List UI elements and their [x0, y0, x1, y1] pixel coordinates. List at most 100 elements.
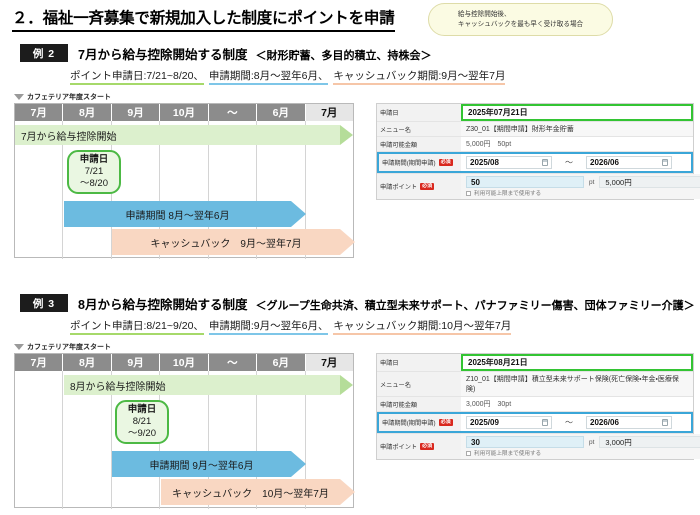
form-value-date-3: 2025年08月21日 — [461, 354, 693, 371]
example-heading-text-2: 7月から給与控除開始する制度 — [78, 48, 248, 62]
form-label-amount-2: 申請可能金額 — [377, 137, 461, 151]
cafeteria-start-label-2: カフェテリア年度スタート — [27, 94, 111, 101]
application-form-panel-2: 申請日 2025年07月21日 メニュー名 Z30_01【期間申請】財形年金貯蓄… — [376, 103, 700, 200]
period-to-value-3: 2026/06 — [590, 418, 619, 427]
month-cell-3: 10月 — [160, 354, 209, 371]
cashback-bar-label-3: キャッシュバック 10月～翌年7月 — [161, 479, 340, 505]
calendar-icon[interactable] — [542, 159, 548, 166]
form-label-period-text-3: 申請期間(期間申請) — [382, 420, 436, 427]
timeline-header-3: 7月 8月 9月 10月 ～ 6月 7月 — [15, 354, 353, 371]
pill-line3-3: ～9/20 — [128, 427, 156, 439]
month-cell-4: ～ — [208, 354, 258, 371]
points-line-3: 30 pt 3,000円 — [466, 436, 700, 448]
example-heading-2: 7月から給与控除開始する制度＜財形貯蓄、多目的積立、持株会＞ — [78, 44, 431, 63]
calendar-icon[interactable] — [662, 419, 668, 426]
points-yen-value-2: 5,000円 — [605, 177, 632, 187]
period-from-input-2[interactable]: 2025/08 — [466, 156, 552, 169]
cafeteria-start-marker-2: カフェテリア年度スタート — [14, 92, 111, 102]
month-cell-0: 7月 — [15, 354, 64, 371]
form-value-menu-2: Z30_01【期間申請】財形年金貯蓄 — [461, 122, 693, 136]
apply-period-bar-label-2: 申請期間 8月～翌年6月 — [64, 201, 291, 227]
deduction-bar-label-2: 7月から給与控除開始 — [15, 125, 340, 145]
period-tilde-2: ～ — [565, 158, 573, 167]
points-input-3[interactable]: 30 — [466, 436, 584, 448]
form-row-menu-2: メニュー名 Z30_01【期間申請】財形年金貯蓄 — [377, 122, 693, 137]
timeline-area-2: カフェテリア年度スタート 7月 8月 9月 10月 ～ 6月 7月 — [0, 92, 700, 262]
apply-period-bar-3: 申請期間 9月～翌年6月 — [112, 451, 306, 477]
period-from-value-3: 2025/09 — [470, 418, 499, 427]
period-to-input-3[interactable]: 2026/06 — [586, 416, 672, 429]
apply-period-label-3: 申請期間:9月～翌年6月、 — [208, 320, 329, 335]
cashback-bar-2: キャッシュバック 9月～翌年7月 — [112, 229, 355, 255]
points-yen-3: 3,000円 — [599, 436, 700, 448]
cashback-period-label-2: キャッシュバック期間:9月～翌年7月 — [333, 70, 506, 85]
month-cell-1: 8月 — [63, 104, 112, 121]
points-line-2: 50 pt 5,000円 — [466, 176, 700, 188]
form-row-date-2: 申請日 2025年07月21日 — [377, 104, 693, 122]
form-value-menu-3: Z10_01【期間申請】積立型未来サポート保険(死亡保険・年金・医療保険) — [461, 372, 693, 396]
apply-date-pill-3: 申請日 8/21 ～9/20 — [115, 400, 169, 444]
checkbox-icon[interactable] — [466, 190, 471, 196]
form-amount-value-2: 5,000円 50pt — [466, 141, 512, 148]
timeline-chart-2: 7月 8月 9月 10月 ～ 6月 7月 — [14, 103, 355, 259]
form-label-points-2: 申請ポイント 必須 — [377, 174, 461, 199]
grid-col-2 — [112, 121, 161, 259]
timeline-body-2: 7月から給与控除開始 申請日 7/21 ～8/20 申請期間 8月～翌年6月 — [15, 121, 355, 259]
month-cell-2: 9月 — [111, 104, 161, 121]
application-form-panel-3: 申請日 2025年08月21日 メニュー名 Z10_01【期間申請】積立型未来サ… — [376, 353, 700, 460]
grid-col-0 — [15, 121, 64, 259]
callout-text: 給与控除開始後、 キャッシュバックを最も早く受け取る場合 — [457, 10, 584, 28]
form-value-points-3: 30 pt 3,000円 利用可能上限まで使用する — [461, 434, 700, 459]
form-label-period-3: 申請期間(期間申請) 必須 — [377, 412, 461, 433]
form-date-value-2: 2025年07月21日 — [468, 108, 528, 117]
points-input-2[interactable]: 50 — [466, 176, 584, 188]
pill-line3-2: ～8/20 — [80, 177, 108, 189]
checkbox-label-2: 利用可能上限まで使用する — [474, 191, 542, 197]
required-badge: 必須 — [438, 418, 453, 427]
example-scope-3: ＜グループ生命共済、積立型未来サポート、パナファミリー傷害、団体ファミリー介護＞ — [255, 300, 695, 312]
month-cell-5: 6月 — [257, 104, 306, 121]
arrow-tip-icon — [291, 201, 306, 227]
apply-date-label-2: ポイント申請日:7/21~8/20、 — [70, 70, 204, 85]
calendar-icon[interactable] — [542, 419, 548, 426]
points-checkbox-row-2[interactable]: 利用可能上限まで使用する — [466, 189, 700, 197]
period-to-input-2[interactable]: 2026/06 — [586, 156, 672, 169]
month-cell-0: 7月 — [15, 104, 64, 121]
page-title: ２．福祉一斉募集で新規加入した制度にポイントを申請 — [12, 6, 395, 32]
cafeteria-start-label-3: カフェテリア年度スタート — [27, 344, 111, 351]
grid-col-4 — [209, 121, 258, 259]
form-label-date-3: 申請日 — [377, 354, 461, 371]
arrow-tip-icon — [340, 375, 353, 395]
cafeteria-start-marker-3: カフェテリア年度スタート — [14, 342, 111, 352]
form-label-points-text-3: 申請ポイント — [380, 444, 418, 451]
points-value-2: 50 — [471, 177, 480, 187]
grid-col-5 — [257, 121, 306, 259]
grid-col-3 — [160, 371, 209, 509]
deduction-bar-2: 7月から給与控除開始 — [15, 125, 355, 145]
checkbox-icon[interactable] — [466, 450, 471, 456]
arrow-tip-icon — [291, 451, 306, 477]
form-row-amount-2: 申請可能金額 5,000円 50pt — [377, 137, 693, 152]
grid-col-4 — [209, 371, 258, 509]
form-amount-value-3: 3,000円 30pt — [466, 401, 512, 408]
example-badge-2: 例 2 — [20, 44, 68, 62]
form-label-date-2: 申請日 — [377, 104, 461, 121]
apply-date-pill-2: 申請日 7/21 ～8/20 — [67, 150, 121, 194]
form-label-period-2: 申請期間(期間申請) 必須 — [377, 152, 461, 173]
form-row-date-3: 申請日 2025年08月21日 — [377, 354, 693, 372]
period-from-input-3[interactable]: 2025/09 — [466, 416, 552, 429]
grid-col-3 — [160, 121, 209, 259]
apply-period-bar-2: 申請期間 8月～翌年6月 — [64, 201, 306, 227]
month-cell-5: 6月 — [257, 354, 306, 371]
period-from-value-2: 2025/08 — [470, 158, 499, 167]
apply-period-bar-label-3: 申請期間 9月～翌年6月 — [112, 451, 291, 477]
cashback-bar-label-2: キャッシュバック 9月～翌年7月 — [112, 229, 340, 255]
form-row-points-2: 申請ポイント 必須 50 pt 5,000円 — [377, 174, 700, 199]
points-value-3: 30 — [471, 437, 480, 447]
timeline-header-2: 7月 8月 9月 10月 ～ 6月 7月 — [15, 104, 353, 121]
calendar-icon[interactable] — [662, 159, 668, 166]
month-cell-6: 7月 — [305, 354, 353, 371]
form-menu-value-3: Z10_01【期間申請】積立型未来サポート保険(死亡保険・年金・医療保険) — [466, 376, 679, 393]
points-checkbox-row-3[interactable]: 利用可能上限まで使用する — [466, 449, 700, 457]
